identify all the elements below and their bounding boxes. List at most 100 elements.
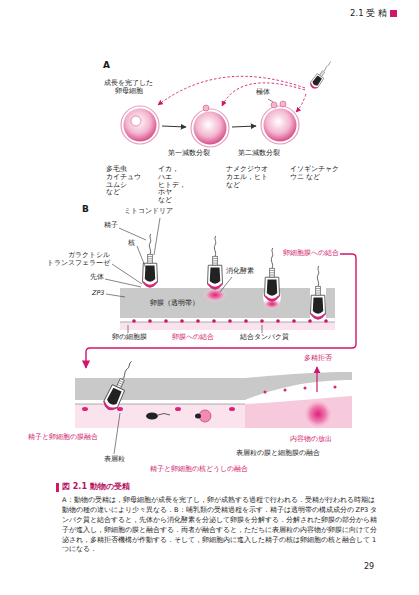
oocyte (131, 116, 141, 126)
sperm (309, 59, 335, 90)
header-mark (390, 10, 397, 17)
leader-lines (119, 228, 146, 240)
fertilization-envelope (245, 372, 352, 400)
binding-proteins (212, 319, 216, 323)
binding-proteins (180, 319, 184, 323)
egg-second-meiosis (280, 101, 286, 107)
sperm (265, 248, 280, 301)
step-label: 卵細胞膜への結合 (283, 250, 339, 258)
sperm-entry-arrows (158, 76, 305, 105)
part-label: 先体 (90, 274, 104, 282)
binding-proteins (164, 319, 168, 323)
species-list: ナメクジウオ カエル，ヒト など (226, 166, 268, 189)
leader-lines (105, 279, 141, 287)
egg-cytoplasm (75, 404, 245, 428)
binding-proteins (324, 319, 328, 323)
meiosis-arrows (232, 126, 256, 127)
nuclei-fusion (146, 410, 211, 422)
part-label: ミトコンドリア (124, 208, 173, 216)
panel-letter: B (82, 204, 89, 215)
part-label: 消化酵素 (226, 268, 254, 276)
sperm-entry-arrows (222, 83, 305, 106)
caption-text: A：動物の受精は，卵母細胞が成長を完了し，卵が成熟する過程で行われる．受精が行わ… (62, 496, 378, 555)
part-label: 表層粒の膜と細胞膜の融合 (236, 450, 320, 458)
binding-proteins (196, 319, 200, 323)
leader-lines (112, 264, 142, 284)
part-label: 卵の細胞膜 (112, 334, 147, 342)
binding-proteins (148, 319, 152, 323)
cortical-granules (117, 407, 123, 411)
step-label: 多精拒否 (304, 355, 332, 363)
nuclei-fusion (158, 414, 170, 416)
page-number: 29 (364, 562, 374, 572)
block-arrow (316, 367, 317, 392)
binding-proteins (228, 319, 232, 323)
zona-pellucida (120, 288, 335, 318)
egg-second-meiosis (271, 102, 277, 108)
step-label: 卵膜への結合 (172, 334, 214, 342)
sperm (311, 266, 326, 319)
binding-proteins (276, 319, 280, 323)
part-label: 精子 (104, 222, 118, 230)
leader-line (268, 99, 273, 102)
egg-first-meiosis (191, 109, 229, 147)
part-label: 表層粒 (104, 456, 125, 464)
enzyme-release (203, 288, 227, 302)
oocyte (124, 109, 157, 142)
egg-first-meiosis (191, 105, 229, 147)
leader-lines (106, 294, 125, 297)
part-label: 核 (128, 240, 135, 248)
step-label: 内容物の放出 (290, 436, 332, 444)
species-list: イカ，ハエ ヒトデ，ホヤ など (158, 166, 186, 205)
leader-lines (137, 246, 147, 271)
oocyte (121, 106, 159, 144)
zona-pellucida (75, 378, 245, 400)
leader-lines (262, 325, 263, 333)
part-label: ガラクトシル トランスフェラーゼ (47, 252, 110, 268)
leader-lines (105, 218, 262, 333)
part-label: ZP3 (92, 290, 105, 298)
cortical-granules (175, 407, 181, 411)
binding-proteins (132, 319, 328, 323)
egg-membrane (120, 322, 335, 323)
cortical-granules (264, 391, 267, 394)
figure-caption: 図 2.1 動物の受精 (62, 482, 130, 492)
leader-lines (128, 325, 129, 333)
part-label: 成長を完了した 卵母細胞 (104, 80, 153, 96)
nuclei-fusion (146, 413, 158, 420)
process-arrow (86, 254, 356, 368)
egg-cytoplasm (120, 322, 335, 330)
binding-proteins (244, 319, 248, 323)
stage-label: 第二減数分裂 (238, 150, 280, 158)
egg-second-meiosis (264, 109, 297, 142)
leader-line (114, 413, 120, 454)
meiosis-arrows (162, 126, 186, 127)
egg-second-meiosis (261, 101, 299, 144)
cortical-granules (229, 407, 235, 411)
oocyte (121, 106, 159, 144)
binding-proteins (132, 319, 136, 323)
leader-lines (220, 277, 232, 292)
egg-activation-glow (302, 398, 334, 430)
sperm (143, 234, 158, 287)
part-label: 極体 (256, 89, 270, 97)
cortical-granules (304, 387, 307, 390)
part-label: 結合タンパク質 (240, 334, 289, 342)
sperm-entry-arrows (158, 76, 306, 112)
egg-membrane (75, 404, 245, 405)
step-label: 精子と卵細胞の核どうしの融合 (150, 466, 248, 474)
stage-label: 第一減数分裂 (168, 150, 210, 158)
binding-proteins (260, 319, 264, 323)
running-head: 2.1 受 精 (350, 8, 387, 18)
leader-lines (154, 218, 160, 255)
step-label: 精子と卵細胞の膜融合 (28, 434, 98, 442)
cortical-granules (284, 389, 287, 392)
meiosis-arrows (162, 126, 256, 127)
egg-second-meiosis (261, 106, 299, 144)
panel-letter: A (103, 60, 110, 71)
sperm (208, 236, 223, 289)
binding-proteins (292, 319, 296, 323)
sperm-entry-arrows (296, 94, 306, 112)
nuclei-fusion (195, 414, 201, 419)
